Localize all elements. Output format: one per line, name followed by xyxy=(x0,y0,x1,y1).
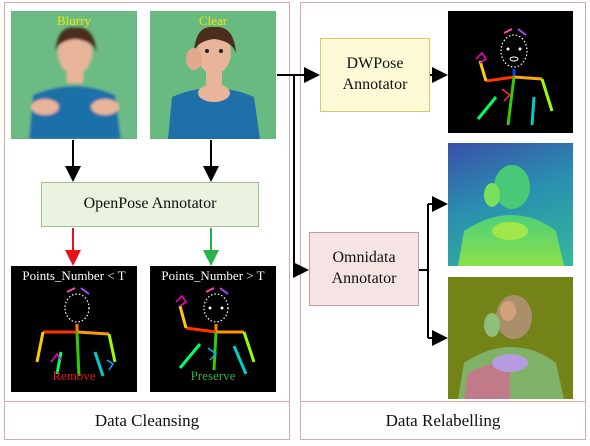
openpose-annotator-box: OpenPose Annotator xyxy=(41,182,259,227)
dwpose-skeleton xyxy=(475,28,554,126)
depth-silhouette xyxy=(458,165,564,266)
omnidata-annotator-box: Omnidata Annotator xyxy=(309,232,419,306)
pose-skeleton-preserve xyxy=(175,287,256,375)
normal-silhouette xyxy=(448,277,573,399)
data-cleansing-label: Data Cleansing xyxy=(5,401,289,439)
omnidata-annotator-label: Omnidata Annotator xyxy=(331,249,397,287)
blurry-title: Blurry xyxy=(57,13,91,28)
openpose-annotator-label: OpenPose Annotator xyxy=(83,195,217,213)
pose-preserve-panel: Points_Number > T Preserve xyxy=(150,266,276,392)
pose-skeleton-remove xyxy=(35,287,117,377)
clear-signer-illustration xyxy=(150,11,276,139)
data-relabelling-label: Data Relabelling xyxy=(301,401,585,439)
clear-photo: Clear xyxy=(150,11,276,139)
dwpose-output-image xyxy=(448,11,573,133)
clear-title: Clear xyxy=(198,13,228,28)
blurry-photo: Blurry xyxy=(11,11,137,139)
blurry-signer-illustration xyxy=(11,11,137,139)
depth-output-image xyxy=(448,143,573,266)
preserve-label: Preserve xyxy=(190,368,236,383)
remove-label: Remove xyxy=(52,368,96,383)
condition-greater-than-label: Points_Number > T xyxy=(161,268,265,283)
data-cleansing-panel: Data Cleansing xyxy=(4,2,290,440)
data-relabelling-panel: Data Relabelling xyxy=(300,2,586,440)
dwpose-annotator-label: DWPose Annotator xyxy=(342,55,408,93)
condition-less-than-label: Points_Number < T xyxy=(22,268,126,283)
pose-remove-panel: Points_Number < T Remove xyxy=(11,266,137,392)
normal-output-image xyxy=(448,277,573,399)
dwpose-annotator-box: DWPose Annotator xyxy=(320,38,430,112)
